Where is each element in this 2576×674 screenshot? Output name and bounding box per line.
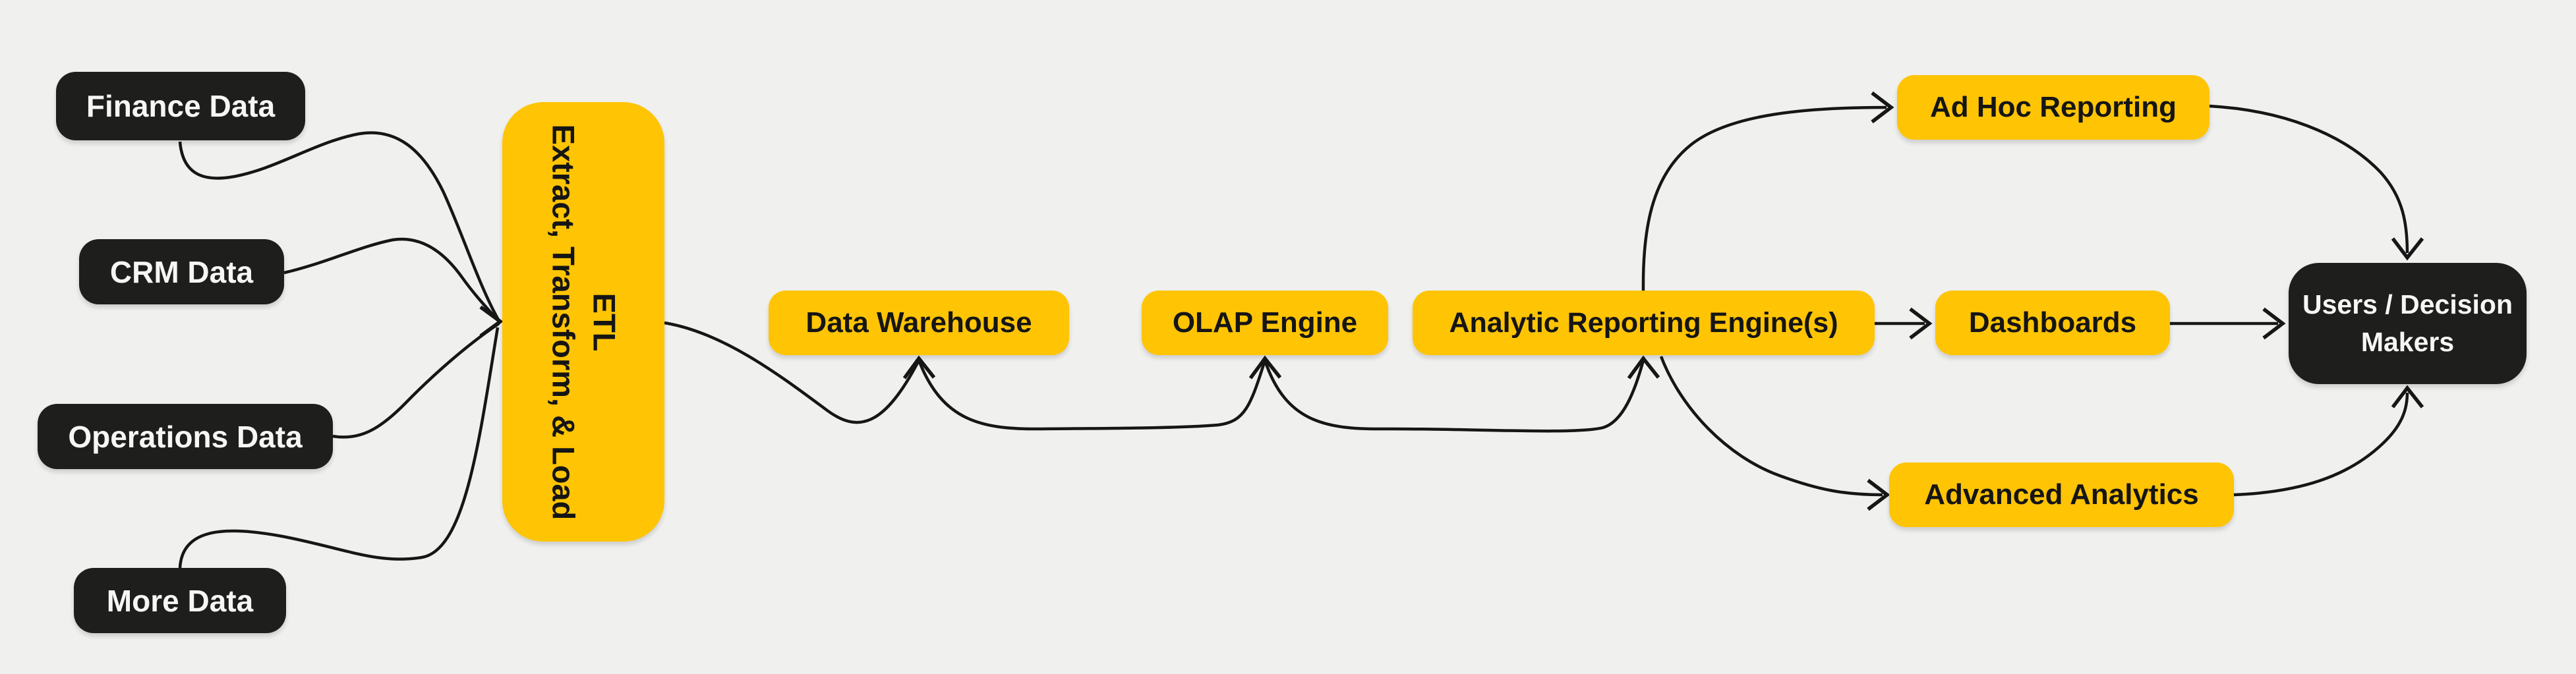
arrowhead-into-dashboards (1909, 307, 1933, 340)
node-more-data-label: More Data (106, 583, 254, 618)
arrowhead-into-users-left (2262, 307, 2286, 340)
edge-advanced-to-users (2233, 392, 2409, 497)
edge-are-to-advanced (1659, 356, 1883, 497)
arrowhead-into-users-top (2391, 237, 2424, 261)
edge-crm-to-etl (283, 237, 500, 323)
arrowhead-into-warehouse (902, 355, 936, 379)
node-etl-sublabel: Extract, Transform, & Load (546, 124, 581, 520)
node-crm-data-label: CRM Data (109, 254, 254, 289)
edge-finance-to-etl (178, 131, 500, 322)
node-dashboards-label: Dashboards (1968, 306, 2137, 339)
edge-more-to-etl (178, 327, 500, 569)
node-olap-engine-label: OLAP Engine (1172, 306, 1358, 339)
edge-warehouse-to-olap-trunk (917, 360, 1267, 431)
node-crm-data[interactable]: CRM Data (79, 239, 284, 304)
edge-are-to-adhoc (1641, 105, 1887, 291)
node-ad-hoc-reporting-label: Ad Hoc Reporting (1930, 91, 2177, 123)
node-finance-data[interactable]: Finance Data (56, 72, 305, 140)
node-users-decision-makers-line2: Makers (2360, 327, 2455, 357)
node-users-decision-makers-line1: Users / Decision (2302, 289, 2513, 320)
edge-operations-to-etl (332, 322, 500, 439)
edge-olap-to-are-trunk (1263, 360, 1645, 433)
edge-etl-to-warehouse (664, 321, 920, 424)
node-ad-hoc-reporting[interactable]: Ad Hoc Reporting (1897, 75, 2210, 140)
node-data-warehouse[interactable]: Data Warehouse (769, 291, 1069, 355)
node-olap-engine[interactable]: OLAP Engine (1142, 291, 1388, 355)
node-advanced-analytics-label: Advanced Analytics (1924, 478, 2199, 511)
node-analytic-reporting-engines-label: Analytic Reporting Engine(s) (1449, 306, 1838, 339)
node-etl-text: ETL Extract, Transform, & Load (542, 124, 624, 520)
edge-adhoc-to-users (2209, 104, 2409, 254)
arrowhead-into-are (1627, 355, 1660, 379)
node-operations-data[interactable]: Operations Data (38, 404, 333, 469)
arrowhead-into-advanced (1867, 478, 1890, 511)
node-etl[interactable]: ETL Extract, Transform, & Load (502, 102, 664, 542)
arrowhead-into-users-bottom (2391, 385, 2424, 408)
node-users-decision-makers[interactable]: Users / Decision Makers (2289, 263, 2527, 384)
arrowhead-into-etl (479, 305, 504, 338)
node-dashboards[interactable]: Dashboards (1935, 291, 2170, 355)
node-more-data[interactable]: More Data (74, 568, 286, 633)
node-finance-data-label: Finance Data (86, 89, 276, 123)
node-etl-label: ETL (587, 293, 622, 351)
node-operations-data-label: Operations Data (68, 419, 303, 454)
arrowhead-into-olap (1248, 355, 1282, 379)
node-data-warehouse-label: Data Warehouse (805, 306, 1032, 339)
arrowhead-into-adhoc (1871, 91, 1894, 124)
node-analytic-reporting-engines[interactable]: Analytic Reporting Engine(s) (1413, 291, 1875, 355)
node-advanced-analytics[interactable]: Advanced Analytics (1889, 463, 2234, 527)
